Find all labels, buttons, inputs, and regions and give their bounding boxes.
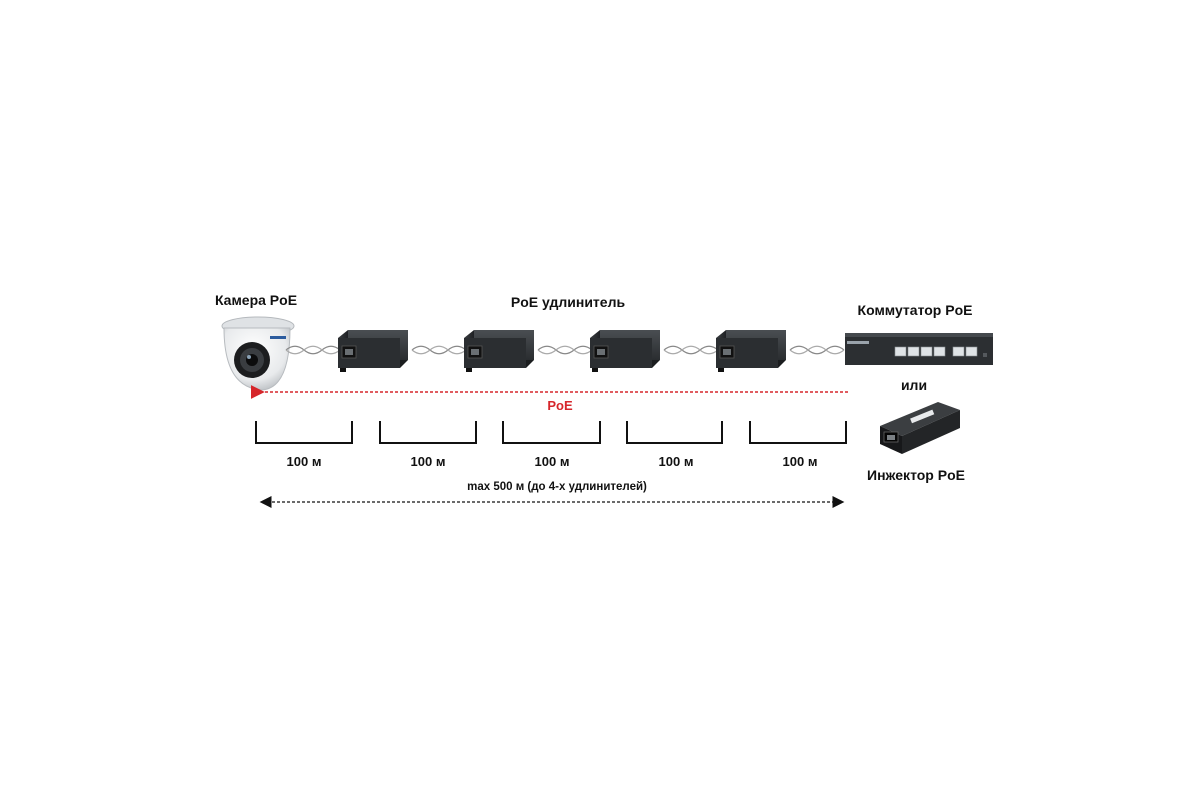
camera-label: Камера PoE <box>215 292 297 308</box>
cable-segment-4 <box>663 345 719 355</box>
segment-bracket-1 <box>255 421 353 444</box>
cable-segment-2 <box>411 345 467 355</box>
poe-extender-icon <box>463 329 535 373</box>
or-label: или <box>901 377 927 393</box>
poe-extender-icon <box>715 329 787 373</box>
segment-label-4: 100 м <box>659 454 694 469</box>
segment-bracket-3 <box>502 421 601 444</box>
poe-injector-icon <box>880 402 960 454</box>
segment-brackets <box>255 421 847 444</box>
segment-bracket-5 <box>749 421 847 444</box>
poe-extender-icon <box>589 329 661 373</box>
cable-segment-5 <box>789 345 845 355</box>
poe-label: PoE <box>547 398 573 413</box>
injector-label: Инжектор PoE <box>867 467 965 483</box>
segment-label-1: 100 м <box>287 454 322 469</box>
poe-extender-icon <box>337 329 409 373</box>
cable-segment-3 <box>537 345 593 355</box>
extender-label: PoE удлинитель <box>511 294 626 310</box>
dome-camera-icon <box>221 316 295 391</box>
cable-segment-1 <box>285 345 341 355</box>
segment-bracket-4 <box>626 421 723 444</box>
segment-bracket-2 <box>379 421 477 444</box>
segment-label-5: 100 м <box>783 454 818 469</box>
segment-label-2: 100 м <box>411 454 446 469</box>
segment-label-3: 100 м <box>535 454 570 469</box>
switch-label: Коммутатор PoE <box>858 302 973 318</box>
network-switch-icon <box>845 333 993 365</box>
max-distance-label: max 500 м (до 4-х удлинителей) <box>467 481 647 493</box>
